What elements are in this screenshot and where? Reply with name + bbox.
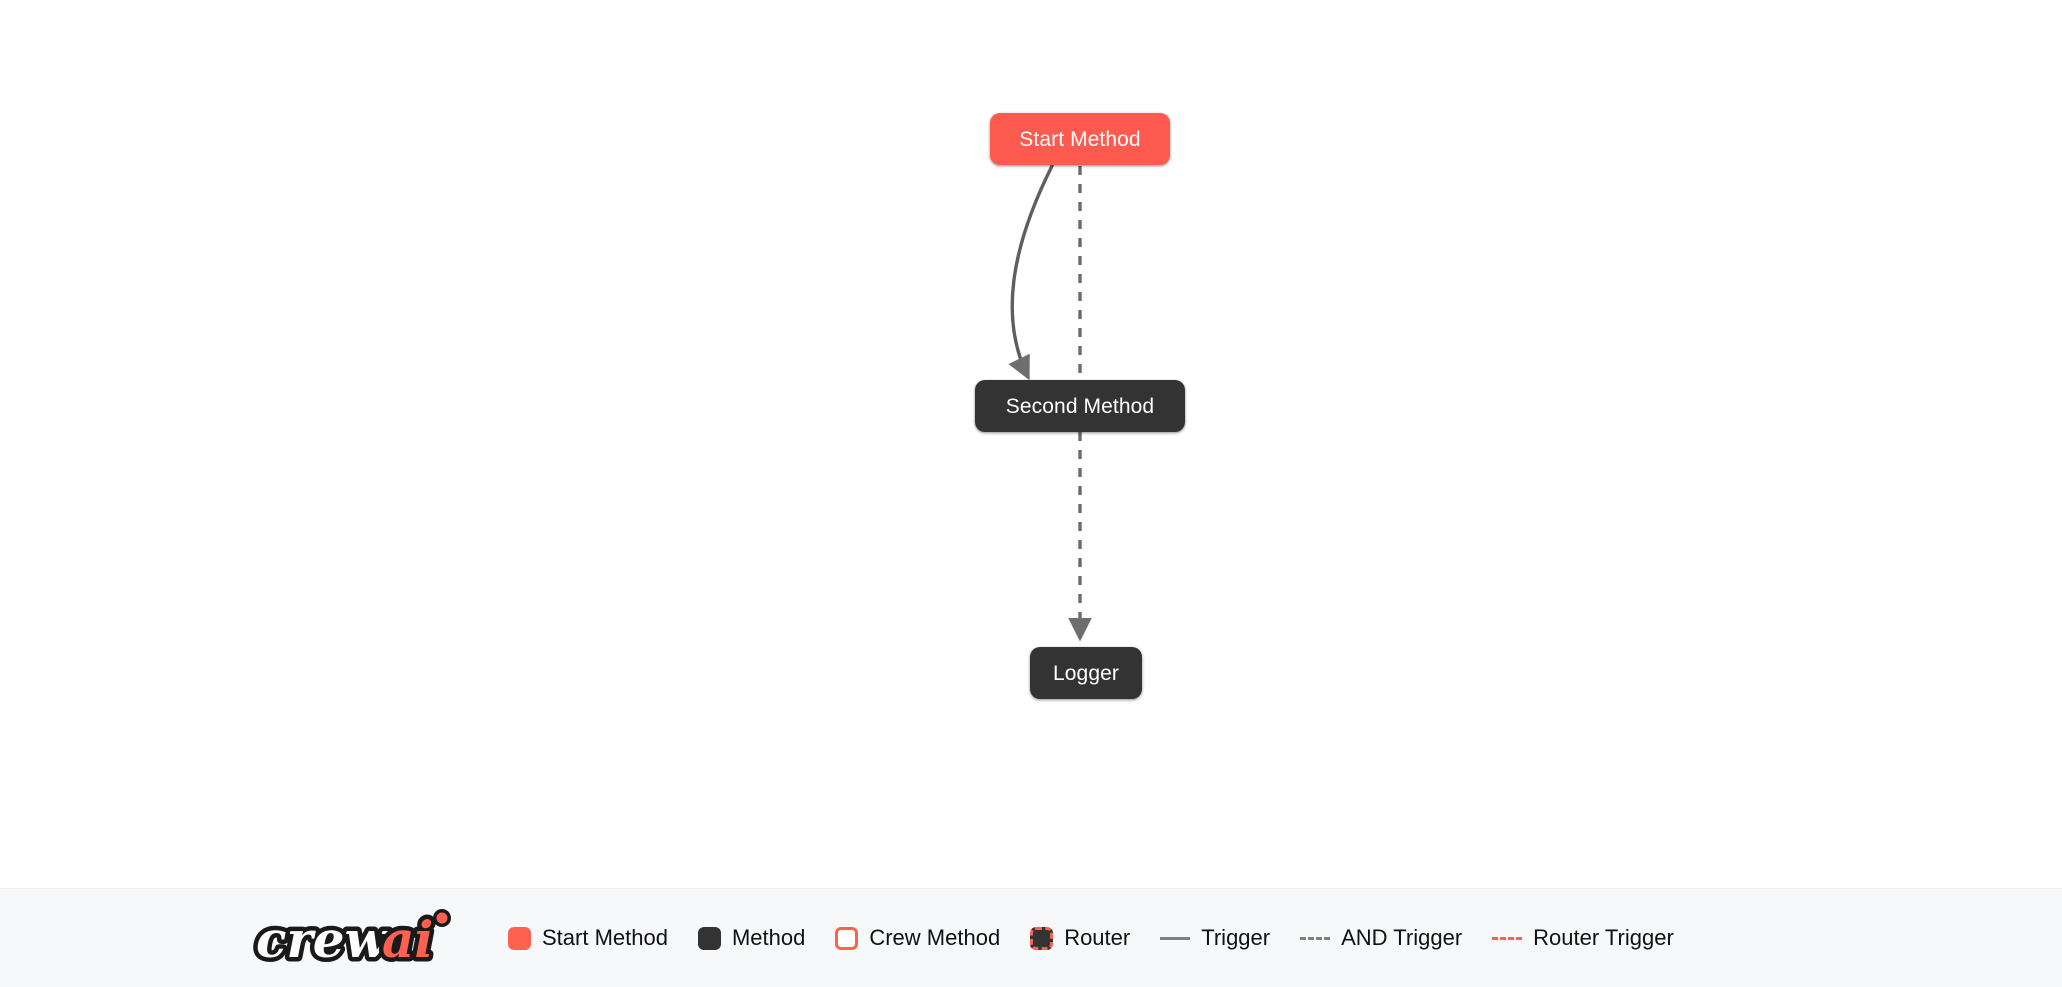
legend-item-crew-method: Crew Method <box>835 925 1001 950</box>
flow-node-start-method[interactable]: Start Method <box>990 113 1170 165</box>
legend-item-label: Router Trigger <box>1533 925 1674 950</box>
and-trigger-line-icon <box>1300 936 1331 940</box>
legend-item-router-trigger: Router Trigger <box>1492 927 1674 949</box>
legend-item-label: AND Trigger <box>1341 925 1463 950</box>
legend-item-method: Method <box>697 925 806 950</box>
legend-item-trigger: Trigger <box>1160 927 1270 949</box>
crewai-logo-dot <box>436 912 448 924</box>
legend-item-and-trigger: AND Trigger <box>1300 927 1462 949</box>
legend-bar: crew crew ai ai Start Method Method Crew… <box>0 888 2062 987</box>
legend-item-start-method: Start Method <box>508 925 668 950</box>
trigger-line-icon <box>1160 936 1191 940</box>
flow-node-logger[interactable]: Logger <box>1030 647 1142 699</box>
legend-item-label: Method <box>731 925 806 950</box>
flow-node-second-method[interactable]: Second Method <box>975 380 1185 432</box>
flow-node-label: Logger <box>1053 661 1119 685</box>
crewai-logo-text-accent: ai <box>382 910 433 969</box>
legend-item-label: Trigger <box>1201 925 1271 950</box>
edge-start-to-second-trigger <box>1008 164 1054 381</box>
router-swatch-icon <box>1030 926 1054 950</box>
crew-method-swatch-icon <box>835 926 859 950</box>
crewai-logo-outline-primary: crew <box>256 910 390 969</box>
crewai-logo: crew crew ai ai <box>252 906 451 974</box>
start-method-swatch-icon <box>508 926 531 950</box>
legend-item-label: Router <box>1064 925 1131 950</box>
router-trigger-line-icon <box>1492 936 1523 940</box>
legend-item-router: Router <box>1030 925 1131 950</box>
method-swatch-icon <box>697 926 721 950</box>
flow-node-label: Second Method <box>1005 394 1155 418</box>
flow-canvas[interactable]: Start Method Second Method Logger <box>0 0 2062 888</box>
flow-node-label: Start Method <box>1019 127 1141 151</box>
legend-item-label: Start Method <box>542 925 668 950</box>
crewai-logo-outline-accent: ai <box>382 910 433 969</box>
crewai-logo-text-primary: crew <box>256 910 390 969</box>
legend-item-label: Crew Method <box>869 925 1001 950</box>
